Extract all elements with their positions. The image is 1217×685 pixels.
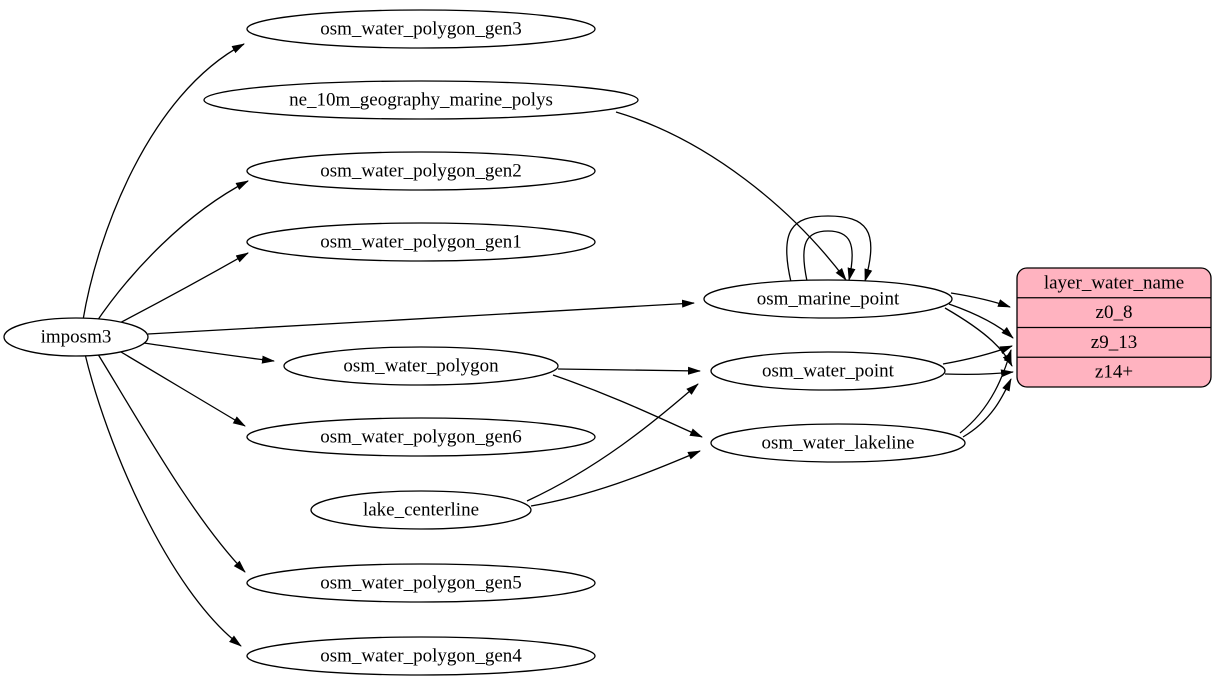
node-shape-osm_water_polygon_gen4 (246, 636, 596, 676)
edge-imposm3-to-osm_marine_point (147, 299, 695, 335)
node-label-osm_water_polygon_gen5: osm_water_polygon_gen5 (320, 573, 522, 594)
edge-imposm3-to-osm_water_polygon_gen2 (94, 180, 249, 325)
node-osm_water_polygon_gen1: osm_water_polygon_gen1 (246, 222, 596, 262)
edge-imposm3-to-osm_water_polygon_gen5 (95, 350, 246, 573)
node-shape-osm_marine_point (703, 279, 953, 319)
record-row-label-z0_8: z0_8 (1096, 302, 1133, 323)
node-label-osm_water_point: osm_water_point (762, 361, 895, 382)
node-label-osm_water_polygon_gen1: osm_water_polygon_gen1 (320, 232, 522, 253)
node-osm_water_polygon: osm_water_polygon (283, 346, 559, 386)
node-label-ne_10m_geography_marine_polys: ne_10m_geography_marine_polys (289, 90, 553, 111)
node-shape-osm_water_lakeline (710, 423, 966, 463)
node-shape-imposm3 (3, 317, 149, 357)
node-label-lake_centerline: lake_centerline (363, 500, 479, 521)
edge-osm_marine_point-to-z9_13 (948, 303, 1014, 339)
record-row-label-z9_13: z9_13 (1091, 332, 1137, 353)
node-shape-osm_water_polygon_gen3 (246, 9, 596, 49)
node-osm_water_polygon_gen2: osm_water_polygon_gen2 (246, 151, 596, 191)
edge-osm_marine_point-to-osm_marine_point_self_loop_2 (786, 215, 873, 283)
node-imposm3: imposm3 (3, 317, 149, 357)
edge-osm_marine_point-to-osm_marine_point_self_loop_1 (803, 230, 856, 282)
node-shape-osm_water_polygon_gen5 (246, 563, 596, 603)
edge-imposm3-to-osm_water_polygon_gen6 (115, 348, 246, 427)
edge-osm_water_point-to-z9_13 (942, 345, 1013, 365)
node-shape-osm_water_point (710, 351, 946, 391)
edge-osm_water_point-to-z14+ (944, 369, 1014, 378)
node-shape-ne_10m_geography_marine_polys (203, 80, 639, 120)
edge-imposm3-to-osm_water_polygon_gen1 (111, 252, 249, 328)
node-label-osm_water_polygon_gen2: osm_water_polygon_gen2 (320, 161, 522, 182)
node-lake_centerline: lake_centerline (310, 490, 532, 530)
node-label-osm_water_polygon_gen6: osm_water_polygon_gen6 (320, 427, 522, 448)
edge-imposm3-to-osm_water_polygon_gen4 (84, 353, 242, 647)
node-shape-osm_water_polygon_gen2 (246, 151, 596, 191)
node-label-imposm3: imposm3 (41, 327, 112, 348)
node-shape-osm_water_polygon (283, 346, 559, 386)
node-label-osm_water_polygon_gen4: osm_water_polygon_gen4 (320, 646, 522, 667)
node-label-osm_marine_point: osm_marine_point (757, 289, 900, 310)
node-osm_water_polygon_gen3: osm_water_polygon_gen3 (246, 9, 596, 49)
node-shape-osm_water_polygon_gen1 (246, 222, 596, 262)
node-label-osm_water_lakeline: osm_water_lakeline (761, 433, 914, 454)
edge-osm_water_polygon-to-osm_water_lakeline (552, 374, 703, 438)
node-ne_10m_geography_marine_polys: ne_10m_geography_marine_polys (203, 80, 639, 120)
edge-lake_centerline-to-osm_water_point (526, 383, 699, 502)
edge-osm_water_polygon-to-osm_water_point (557, 366, 701, 375)
node-shape-lake_centerline (310, 490, 532, 530)
record-row-label-layer_water_name: layer_water_name (1044, 272, 1184, 293)
edge-lake_centerline-to-osm_water_lakeline (530, 450, 701, 507)
edge-imposm3-to-osm_water_polygon (143, 342, 275, 364)
edge-osm_marine_point-to-z0_8 (950, 292, 1011, 308)
node-osm_water_lakeline: osm_water_lakeline (710, 423, 966, 463)
node-label-osm_water_polygon_gen3: osm_water_polygon_gen3 (320, 19, 522, 40)
edge-imposm3-to-osm_water_polygon_gen3 (82, 43, 245, 321)
node-label-osm_water_polygon: osm_water_polygon (343, 356, 499, 377)
record-row-label-z14+: z14+ (1095, 362, 1133, 383)
node-osm_water_polygon_gen6: osm_water_polygon_gen6 (246, 417, 596, 457)
node-osm_water_polygon_gen4: osm_water_polygon_gen4 (246, 636, 596, 676)
node-shape-osm_water_polygon_gen6 (246, 417, 596, 457)
edge-osm_water_lakeline-to-z9_13 (959, 349, 1012, 434)
node-osm_water_polygon_gen5: osm_water_polygon_gen5 (246, 563, 596, 603)
record-layer_water_name: layer_water_name z0_8 z9_13 z14+ (1016, 267, 1212, 388)
node-osm_marine_point: osm_marine_point (703, 279, 953, 319)
edge-osm_water_lakeline-to-z14+ (962, 378, 1012, 438)
node-osm_water_point: osm_water_point (710, 351, 946, 391)
edge-ne_10m_geography_marine_polys-to-osm_marine_point (615, 111, 847, 281)
